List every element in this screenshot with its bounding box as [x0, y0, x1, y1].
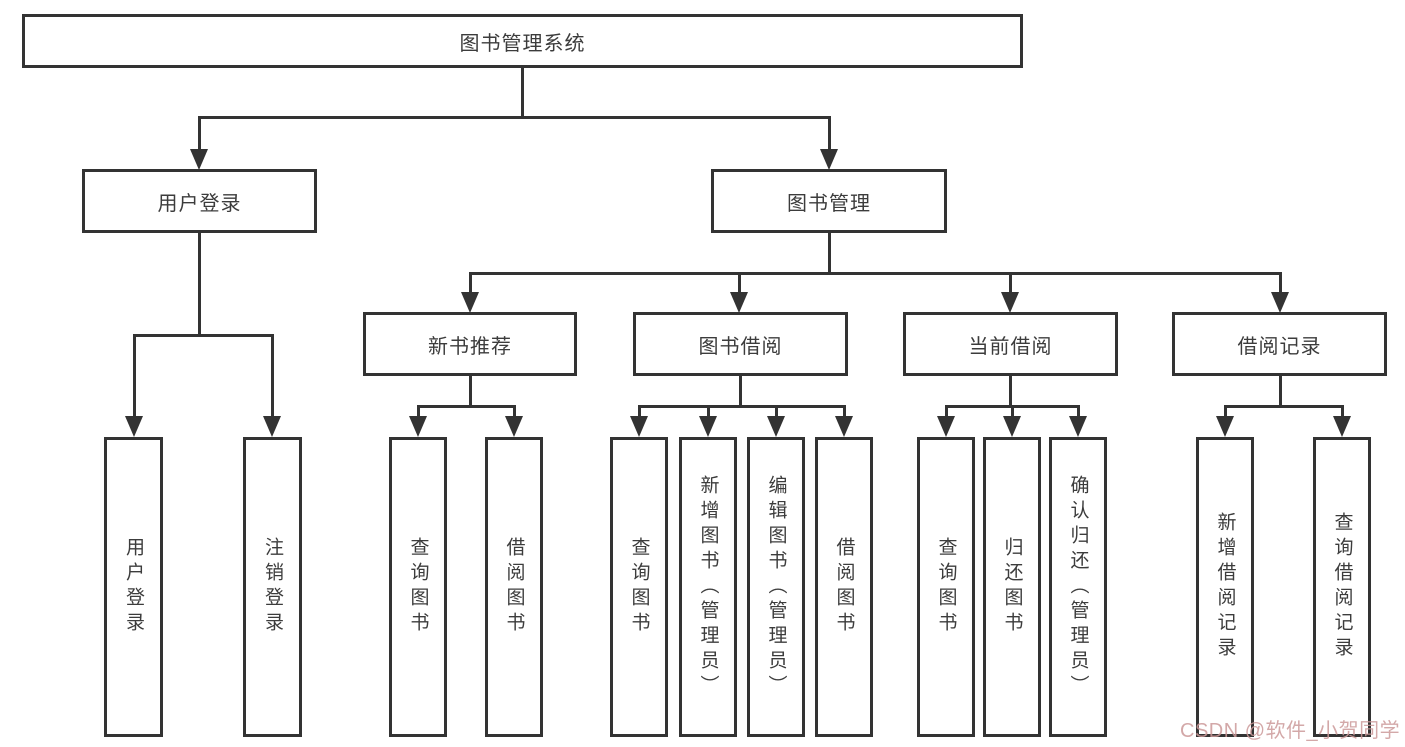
node-book-management: 图书管理: [711, 169, 947, 233]
connector-vline: [270, 336, 274, 417]
connector-vline: [1010, 407, 1014, 417]
connector-hline: [197, 116, 831, 119]
connector-vline: [1340, 407, 1344, 417]
connector-vline: [827, 233, 831, 274]
csdn-watermark: CSDN @软件_小贺同学: [1180, 720, 1401, 742]
arrow-down-icon: [699, 416, 717, 437]
connector-vline: [1278, 275, 1282, 293]
connector-vline: [197, 233, 201, 336]
leaf-query-book: 查询图书: [917, 437, 975, 737]
connector-vline: [1008, 275, 1012, 293]
arrow-down-icon: [1003, 416, 1021, 437]
connector-vline: [132, 336, 136, 417]
arrow-down-icon: [835, 416, 853, 437]
arrow-down-icon: [730, 292, 748, 313]
leaf-logout: 注销登录: [243, 437, 302, 737]
node-new-book-recommend: 新书推荐: [363, 312, 577, 376]
connector-vline: [737, 275, 741, 293]
arrow-down-icon: [505, 416, 523, 437]
arrow-down-icon: [190, 149, 208, 170]
leaf-confirm-return-admin: 确认归还（管理员）: [1049, 437, 1107, 737]
leaf-edit-book-admin: 编辑图书（管理员）: [747, 437, 805, 737]
connector-vline: [1076, 407, 1080, 417]
leaf-return-book: 归还图书: [983, 437, 1041, 737]
connector-vline: [512, 407, 516, 417]
node-current-borrow: 当前借阅: [903, 312, 1118, 376]
connector-hline: [1223, 405, 1344, 408]
connector-hline: [416, 405, 516, 408]
leaf-borrow-book: 借阅图书: [485, 437, 543, 737]
connector-hline: [944, 405, 1080, 408]
leaf-user-login: 用户登录: [104, 437, 163, 737]
connector-vline: [774, 407, 778, 417]
leaf-query-book: 查询图书: [610, 437, 668, 737]
connector-vline: [520, 68, 524, 117]
connector-hline: [637, 405, 846, 408]
arrow-down-icon: [1216, 416, 1234, 437]
connector-vline: [1223, 407, 1227, 417]
connector-hline: [132, 334, 274, 337]
arrow-down-icon: [409, 416, 427, 437]
arrow-down-icon: [1069, 416, 1087, 437]
arrow-down-icon: [630, 416, 648, 437]
connector-vline: [468, 376, 472, 407]
arrow-down-icon: [1001, 292, 1019, 313]
arrow-down-icon: [461, 292, 479, 313]
connector-vline: [842, 407, 846, 417]
leaf-borrow-book: 借阅图书: [815, 437, 873, 737]
arrow-down-icon: [125, 416, 143, 437]
node-user-login: 用户登录: [82, 169, 317, 233]
connector-vline: [197, 119, 201, 150]
connector-hline: [468, 272, 1282, 275]
node-book-borrow: 图书借阅: [633, 312, 848, 376]
arrow-down-icon: [820, 149, 838, 170]
node-root: 图书管理系统: [22, 14, 1023, 68]
connector-vline: [416, 407, 420, 417]
leaf-add-book-admin: 新增图书（管理员）: [679, 437, 737, 737]
arrow-down-icon: [1333, 416, 1351, 437]
leaf-query-book: 查询图书: [389, 437, 447, 737]
arrow-down-icon: [937, 416, 955, 437]
connector-vline: [1278, 376, 1282, 407]
arrow-down-icon: [1271, 292, 1289, 313]
connector-vline: [468, 275, 472, 293]
arrow-down-icon: [767, 416, 785, 437]
connector-vline: [944, 407, 948, 417]
connector-vline: [738, 376, 742, 407]
connector-vline: [706, 407, 710, 417]
leaf-add-borrow-record: 新增借阅记录: [1196, 437, 1254, 737]
connector-vline: [827, 119, 831, 150]
connector-vline: [1008, 376, 1012, 407]
leaf-query-borrow-record: 查询借阅记录: [1313, 437, 1371, 737]
connector-vline: [637, 407, 641, 417]
node-borrow-record: 借阅记录: [1172, 312, 1387, 376]
arrow-down-icon: [263, 416, 281, 437]
